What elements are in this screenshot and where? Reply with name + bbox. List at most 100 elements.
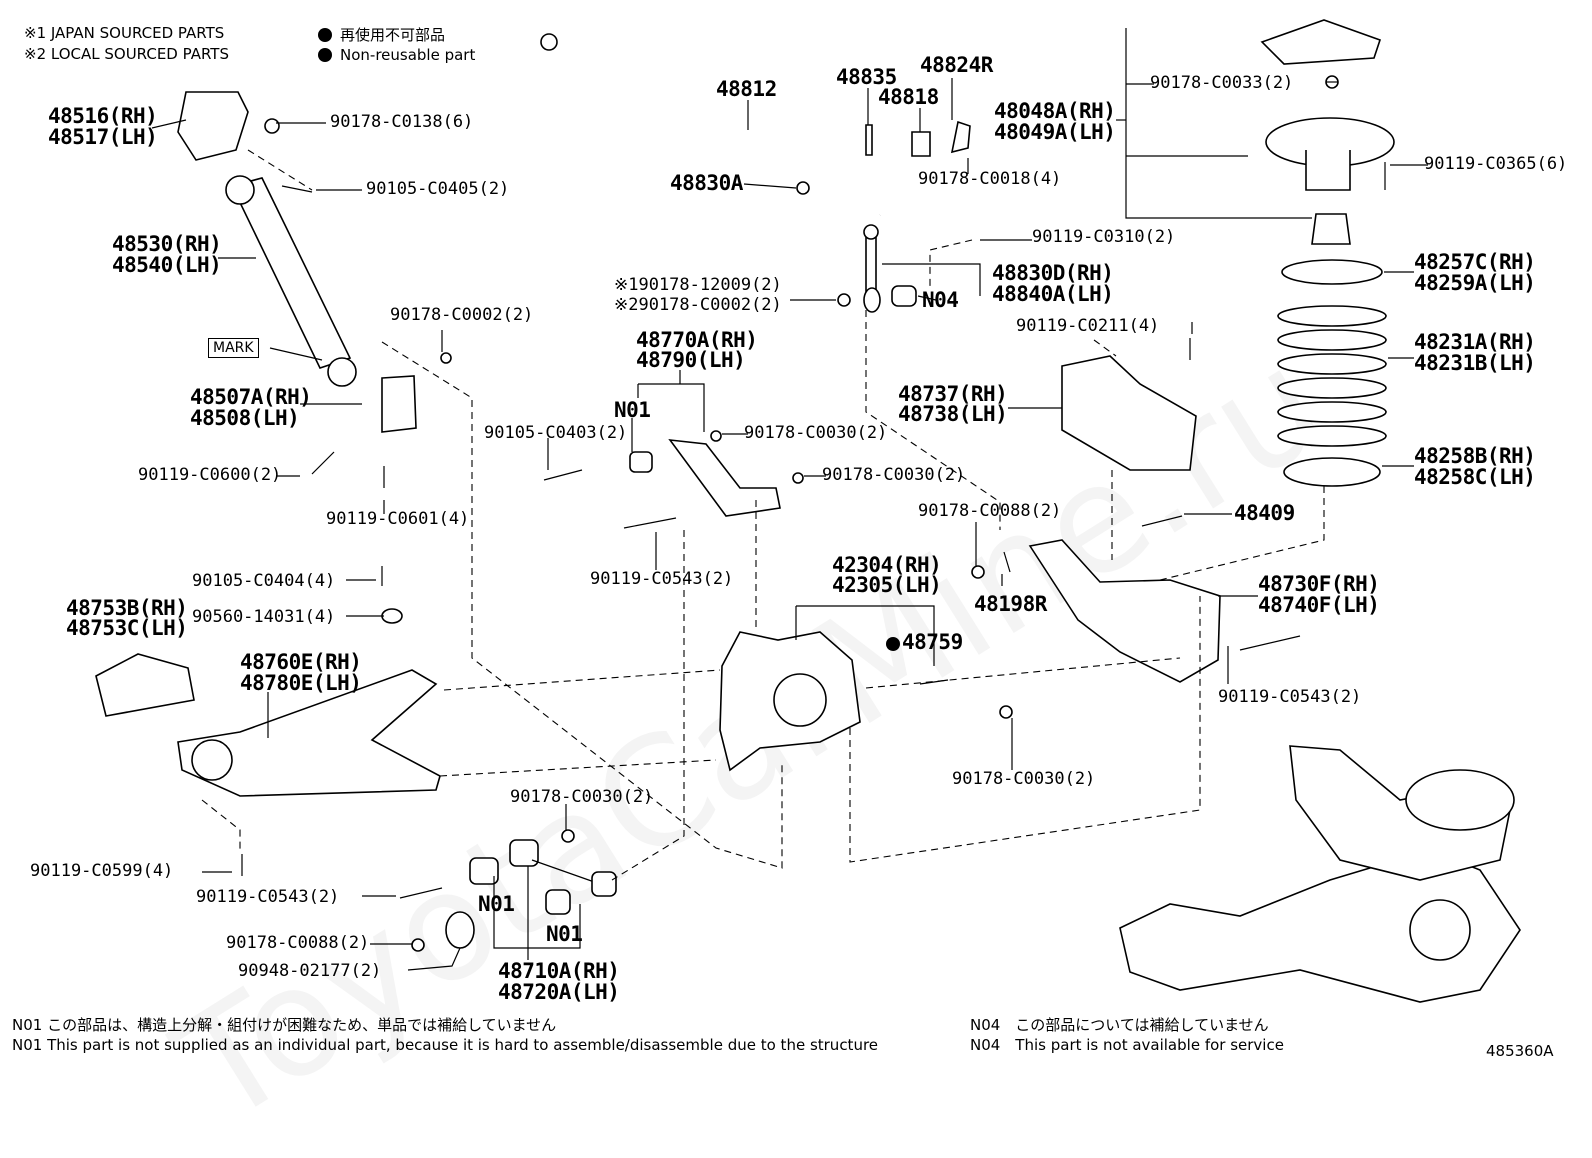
part-48409[interactable]: 48409 — [1234, 501, 1295, 525]
upper-mount — [177, 91, 249, 161]
part-48830d[interactable]: 48830D(RH) — [992, 261, 1114, 285]
note-n01-upper-arm: N01 — [614, 398, 651, 422]
part-90119-c0543-c[interactable]: 90119-C0543(2) — [196, 887, 340, 907]
non-reusable-dot-icon — [318, 48, 332, 62]
part-42305[interactable]: 42305(LH) — [832, 573, 942, 597]
part-48812[interactable]: 48812 — [716, 77, 777, 101]
assembly-dashed-lines — [201, 149, 1325, 881]
part-90178-c0088-b[interactable]: 90178-C0088(2) — [226, 933, 370, 953]
lower-arm — [1028, 539, 1221, 683]
brace — [1061, 355, 1197, 471]
assembly-overview — [1119, 745, 1521, 1003]
part-48258b[interactable]: 48258B(RH) — [1414, 444, 1536, 468]
non-reusable-dot-icon — [318, 28, 332, 42]
part-48824r[interactable]: 48824R — [920, 53, 993, 77]
note-n01-link-left: N01 — [478, 892, 515, 916]
part-48835[interactable]: 48835 — [836, 65, 897, 89]
part-48840a[interactable]: 48840A(LH) — [992, 282, 1114, 306]
part-48530[interactable]: 48530(RH) — [112, 232, 222, 256]
upper-arm — [668, 439, 781, 517]
part-90178-c0030-b[interactable]: 90178-C0030(2) — [822, 465, 966, 485]
part-48830a[interactable]: 48830A — [670, 171, 743, 195]
note-n04-jp: N04 この部品については補給していません — [970, 1016, 1269, 1034]
part-90105-c0405[interactable]: 90105-C0405(2) — [366, 179, 510, 199]
part-90119-c0310[interactable]: 90119-C0310(2) — [1032, 227, 1176, 247]
part-48516[interactable]: 48516(RH) — [48, 104, 158, 128]
part-90119-c0599[interactable]: 90119-C0599(4) — [30, 861, 174, 881]
legend-non-reusable-jp: 再使用不可部品 — [318, 24, 445, 45]
part-48770a[interactable]: 48770A(RH) — [636, 328, 758, 352]
spring-lower-insulator — [1283, 457, 1381, 487]
part-42304[interactable]: 42304(RH) — [832, 553, 942, 577]
legend-non-reusable-jp-text: 再使用不可部品 — [340, 26, 446, 44]
part-90178-c0018[interactable]: 90178-C0018(4) — [918, 169, 1062, 189]
part-48759-text: 48759 — [902, 630, 963, 654]
part-48198r[interactable]: 48198R — [974, 592, 1047, 616]
part-90560-14031[interactable]: 90560-14031(4) — [192, 607, 336, 627]
part-48257c[interactable]: 48257C(RH) — [1414, 250, 1536, 274]
part-48790[interactable]: 48790(LH) — [636, 348, 746, 372]
part-48740f[interactable]: 48740F(LH) — [1258, 593, 1380, 617]
part-48738[interactable]: 48738(LH) — [898, 402, 1008, 426]
part-48258c[interactable]: 48258C(LH) — [1414, 465, 1536, 489]
part-48231b[interactable]: 48231B(LH) — [1414, 351, 1536, 375]
part-90948-02177[interactable]: 90948-02177(2) — [238, 961, 382, 981]
part-90105-c0403[interactable]: 90105-C0403(2) — [484, 423, 628, 443]
part-90119-c0543-a[interactable]: 90119-C0543(2) — [590, 569, 734, 589]
non-reusable-dot-icon — [886, 637, 900, 651]
part-90119-c0365[interactable]: 90119-C0365(6) — [1424, 154, 1568, 174]
part-90119-c0600[interactable]: 90119-C0600(2) — [138, 465, 282, 485]
part-90178-c0088-a[interactable]: 90178-C0088(2) — [918, 501, 1062, 521]
part-48710a[interactable]: 48710A(RH) — [498, 959, 620, 983]
lower-link — [469, 839, 617, 915]
part-90105-c0404[interactable]: 90105-C0404(4) — [192, 571, 336, 591]
parts-diagram: ToyotaCarMine.ru — [12, 19, 1568, 1158]
legend-non-reusable-en-text: Non-reusable part — [340, 46, 476, 64]
part-90119-c0543-b[interactable]: 90119-C0543(2) — [1218, 687, 1362, 707]
upper-support — [1260, 19, 1382, 65]
part-48540[interactable]: 48540(LH) — [112, 253, 222, 277]
part-48517[interactable]: 48517(LH) — [48, 125, 158, 149]
legend-non-reusable-en: Non-reusable part — [318, 46, 475, 64]
bracket-48824 — [950, 120, 971, 154]
part-90178-c0030-d[interactable]: 90178-C0030(2) — [952, 769, 1096, 789]
part-48508[interactable]: 48508(LH) — [190, 406, 300, 430]
diagram-drawing — [95, 19, 1521, 1003]
part-90178-c0002[interactable]: 90178-C0002(2) — [390, 305, 534, 325]
bump-stopper — [1311, 213, 1351, 245]
note-n01-en: N01 This part is not supplied as an indi… — [12, 1036, 879, 1054]
part-48753b[interactable]: 48753B(RH) — [66, 596, 188, 620]
part-48720a[interactable]: 48720A(LH) — [498, 980, 620, 1004]
part-90178-12009[interactable]: ※190178-12009(2) — [614, 275, 782, 295]
part-48507a[interactable]: 48507A(RH) — [190, 385, 312, 409]
part-48231a[interactable]: 48231A(RH) — [1414, 330, 1536, 354]
diagram-id: 485360A — [1486, 1042, 1554, 1060]
part-48049a[interactable]: 48049A(LH) — [994, 120, 1116, 144]
shock-bracket — [381, 375, 417, 433]
legend-local-sourced: ※2 LOCAL SOURCED PARTS — [24, 45, 229, 63]
part-90119-c0601[interactable]: 90119-C0601(4) — [326, 509, 470, 529]
part-90178-c0002-local[interactable]: ※290178-C0002(2) — [614, 295, 782, 315]
part-48780e[interactable]: 48780E(LH) — [240, 671, 362, 695]
coil-spring — [1277, 305, 1387, 447]
bracket-48818 — [911, 131, 931, 157]
leader-lines — [151, 28, 1428, 971]
part-48259a[interactable]: 48259A(LH) — [1414, 271, 1536, 295]
note-n04-en: N04 This part is not available for servi… — [970, 1036, 1284, 1054]
part-90178-c0030-c[interactable]: 90178-C0030(2) — [510, 787, 654, 807]
part-90178-c0138[interactable]: 90178-C0138(6) — [330, 112, 474, 132]
note-n04: N04 — [922, 288, 959, 312]
part-48759[interactable]: 48759 — [886, 632, 963, 653]
part-48818[interactable]: 48818 — [878, 85, 939, 109]
part-48048a[interactable]: 48048A(RH) — [994, 99, 1116, 123]
part-48753c[interactable]: 48753C(LH) — [66, 616, 188, 640]
note-n01-link-right: N01 — [546, 922, 583, 946]
part-90178-c0030-a[interactable]: 90178-C0030(2) — [744, 423, 888, 443]
part-48737[interactable]: 48737(RH) — [898, 382, 1008, 406]
part-90178-c0033[interactable]: 90178-C0033(2) — [1150, 73, 1294, 93]
mark-label: MARK — [208, 338, 259, 358]
part-90119-c0211[interactable]: 90119-C0211(4) — [1016, 316, 1160, 336]
trailing-arm — [177, 669, 441, 797]
part-48730f[interactable]: 48730F(RH) — [1258, 572, 1380, 596]
part-48760e[interactable]: 48760E(RH) — [240, 650, 362, 674]
